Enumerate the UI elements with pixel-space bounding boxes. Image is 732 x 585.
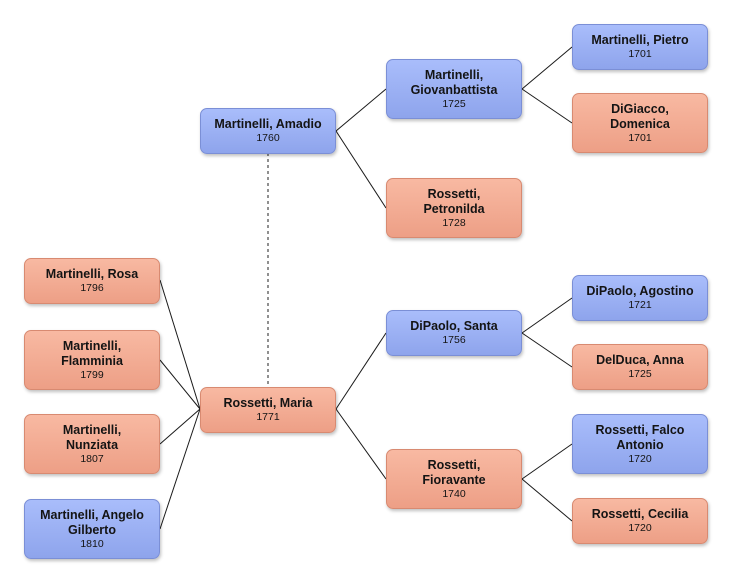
person-card-domenica[interactable]: DiGiacco, Domenica 1701 [572,93,708,153]
person-year: 1701 [628,48,652,60]
person-name: Rossetti, Petronilda [423,186,485,216]
person-card-flamminia[interactable]: Martinelli, Flamminia 1799 [24,330,160,390]
link-flamminia-maria [159,359,201,410]
person-name: Martinelli, Pietro [591,33,689,47]
person-year: 1771 [256,411,280,423]
person-card-pietro[interactable]: Martinelli, Pietro 1701 [572,24,708,70]
person-year: 1721 [628,299,652,311]
link-fioravante-falco [521,443,573,480]
person-name: DiPaolo, Santa [410,319,498,333]
link-maria-fioravante [335,408,387,480]
person-name: Martinelli, Giovanbattista [410,67,498,97]
person-year: 1701 [628,131,652,144]
person-card-falco[interactable]: Rossetti, Falco Antonio 1720 [572,414,708,474]
person-name: Martinelli, Flamminia [61,338,123,368]
person-card-santa[interactable]: DiPaolo, Santa 1756 [386,310,522,356]
person-card-maria[interactable]: Rossetti, Maria 1771 [200,387,336,433]
person-name: DiPaolo, Agostino [586,284,694,298]
person-year: 1810 [80,537,104,550]
link-santa-agostino [521,297,573,334]
person-card-anna[interactable]: DelDuca, Anna 1725 [572,344,708,390]
person-name: Martinelli, Angelo Gilberto [40,507,144,537]
person-year: 1756 [442,334,466,346]
person-name: Martinelli, Rosa [45,267,139,281]
link-rosa-maria [159,279,201,410]
link-fioravante-cecilia [521,478,573,522]
person-card-petronilda[interactable]: Rossetti, Petronilda 1728 [386,178,522,238]
person-card-giovanbattista[interactable]: Martinelli, Giovanbattista 1725 [386,59,522,119]
person-card-angelo[interactable]: Martinelli, Angelo Gilberto 1810 [24,499,160,559]
person-name: DiGiacco, Domenica [610,101,670,131]
person-year: 1725 [442,97,466,110]
person-name: Martinelli, Nunziata [62,422,122,452]
person-year: 1760 [256,132,280,144]
person-name: Rossetti, Fioravante [422,457,486,487]
person-name: Martinelli, Amadio [214,117,322,131]
person-year: 1728 [442,216,466,229]
link-angelo-maria [159,408,201,530]
person-card-cecilia[interactable]: Rossetti, Cecilia 1720 [572,498,708,544]
link-santa-anna [521,332,573,368]
person-year: 1807 [80,452,104,465]
person-year: 1720 [628,522,652,534]
link-amadio-giovanbattista [335,88,387,132]
person-year: 1725 [628,368,652,380]
person-card-fioravante[interactable]: Rossetti, Fioravante 1740 [386,449,522,509]
person-card-nunziata[interactable]: Martinelli, Nunziata 1807 [24,414,160,474]
link-maria-santa [335,332,387,410]
person-name: Rossetti, Falco Antonio [595,422,685,452]
person-year: 1720 [628,452,652,465]
person-year: 1799 [80,368,104,381]
link-giovanbattista-domenica [521,88,573,124]
person-name: Rossetti, Cecilia [591,507,689,521]
person-year: 1740 [442,487,466,500]
link-giovanbattista-pietro [521,46,573,90]
link-nunziata-maria [159,408,201,445]
person-card-agostino[interactable]: DiPaolo, Agostino 1721 [572,275,708,321]
person-name: DelDuca, Anna [596,353,684,367]
person-card-amadio[interactable]: Martinelli, Amadio 1760 [200,108,336,154]
person-year: 1796 [80,282,104,294]
link-amadio-petronilda [335,130,387,209]
person-name: Rossetti, Maria [223,396,313,410]
person-card-rosa[interactable]: Martinelli, Rosa 1796 [24,258,160,304]
